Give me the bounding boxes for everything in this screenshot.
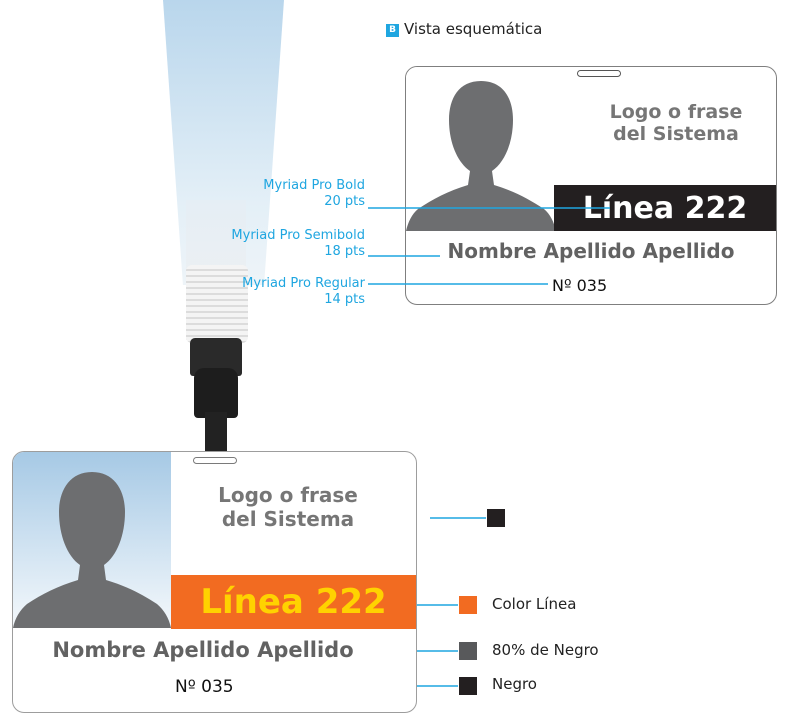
main-name: Nombre Apellido Apellido [52, 638, 354, 662]
schematic-line-label: Línea 222 [582, 190, 748, 226]
main-line-label: Línea 222 [200, 582, 387, 622]
badge-slot [577, 70, 621, 77]
lanyard-cord-rings [186, 265, 248, 343]
schematic-name: Nombre Apellido Apellido [447, 239, 735, 263]
lanyard-clip-arm [194, 368, 238, 418]
logo-line-2: del Sistema [221, 506, 355, 531]
schematic-logo-text: Logo o frase del Sistema [581, 101, 771, 146]
logo-line-1: Logo o frase [609, 101, 743, 123]
legend-label-80: 80% de Negro [492, 641, 599, 659]
photo-placeholder [13, 452, 171, 628]
badge-slot [193, 457, 237, 464]
legend-swatch-black [459, 677, 477, 695]
legend-label-black: Negro [492, 675, 537, 693]
main-number: Nº 035 [175, 677, 234, 697]
legend-swatch-80 [459, 642, 477, 660]
logo-line-1: Logo o frase [218, 483, 358, 507]
annotation-bold-font: Myriad Pro Bold [263, 178, 365, 193]
annotation-regular: Myriad Pro Regular 14 pts [242, 276, 365, 308]
main-line-bar: Línea 222 [171, 575, 416, 629]
main-badge: Logo o frase del Sistema Línea 222 Nombr… [12, 451, 417, 713]
logo-line-2: del Sistema [613, 123, 739, 146]
legend-label-line: Color Línea [492, 595, 577, 613]
annotation-regular-font: Myriad Pro Regular [242, 276, 365, 291]
section-marker: B [386, 24, 399, 37]
person-silhouette-icon [406, 81, 556, 231]
annotation-bold-size: 20 pts [324, 194, 365, 209]
annotation-bold: Myriad Pro Bold 20 pts [263, 178, 365, 210]
schematic-number: Nº 035 [552, 276, 608, 295]
person-silhouette-icon [13, 472, 171, 628]
annotation-semibold: Myriad Pro Semibold 18 pts [231, 228, 365, 260]
annotation-regular-size: 14 pts [324, 292, 365, 307]
section-title: Vista esquemática [404, 20, 543, 38]
legend-swatch-logo [487, 509, 505, 527]
legend-swatch-line [459, 596, 477, 614]
photo-placeholder [406, 67, 556, 231]
main-logo-text: Logo o frase del Sistema [188, 483, 388, 531]
annotation-semibold-size: 18 pts [324, 244, 365, 259]
annotation-semibold-font: Myriad Pro Semibold [231, 228, 365, 243]
